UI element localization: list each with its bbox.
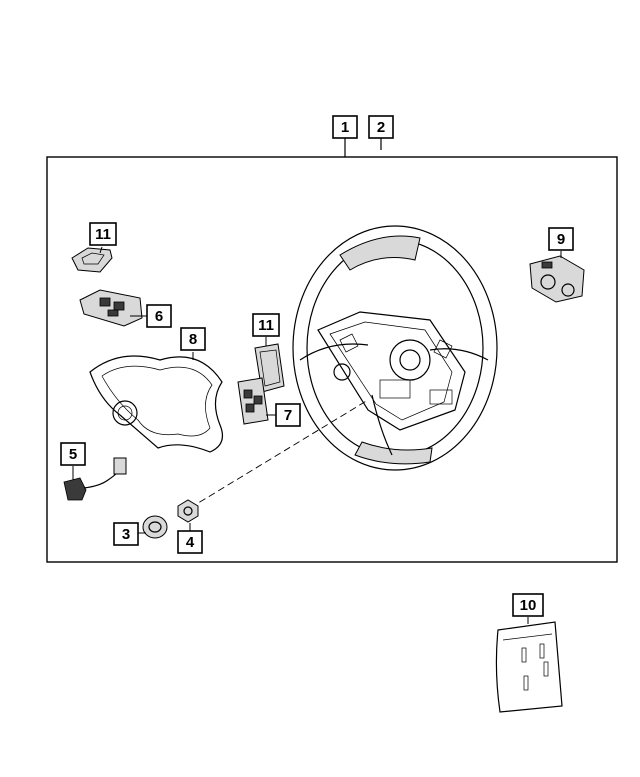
callout-5: 5	[60, 442, 86, 466]
leader-11a	[99, 246, 103, 254]
callout-2: 2	[368, 115, 394, 139]
svg-text:6: 6	[155, 308, 163, 325]
assembly-line	[189, 399, 369, 509]
part-3-damper	[142, 515, 168, 539]
part-7-switch	[237, 377, 269, 425]
part-9-clockspring	[529, 255, 585, 303]
assembly-frame	[46, 156, 618, 563]
part-6-switch	[79, 289, 143, 327]
callout-7: 7	[275, 403, 301, 427]
svg-text:4: 4	[186, 534, 195, 551]
part-10-hardware-bag	[495, 621, 563, 713]
callout-10: 10	[512, 593, 544, 617]
callout-11a: 11	[89, 222, 117, 246]
svg-text:11: 11	[258, 317, 274, 334]
svg-text:10: 10	[520, 597, 537, 614]
part-5-harness	[63, 457, 127, 501]
callout-8: 8	[180, 327, 206, 351]
svg-text:9: 9	[557, 231, 565, 248]
callout-1: 1	[332, 115, 358, 139]
svg-text:11: 11	[95, 226, 111, 243]
callout-6: 6	[146, 304, 172, 328]
svg-text:5: 5	[69, 446, 77, 463]
svg-text:2: 2	[377, 119, 385, 136]
callout-9: 9	[548, 227, 574, 251]
part-8-airbag	[89, 355, 223, 453]
part-4-nut	[177, 499, 199, 523]
svg-text:7: 7	[284, 407, 292, 424]
callout-3: 3	[113, 522, 139, 546]
callout-11b: 11	[252, 313, 280, 337]
svg-text:8: 8	[189, 331, 197, 348]
callout-4: 4	[177, 530, 203, 554]
svg-text:3: 3	[122, 526, 130, 543]
svg-text:1: 1	[341, 119, 349, 136]
part-11-bezel-left	[71, 247, 113, 273]
steering-wheel	[292, 225, 498, 471]
